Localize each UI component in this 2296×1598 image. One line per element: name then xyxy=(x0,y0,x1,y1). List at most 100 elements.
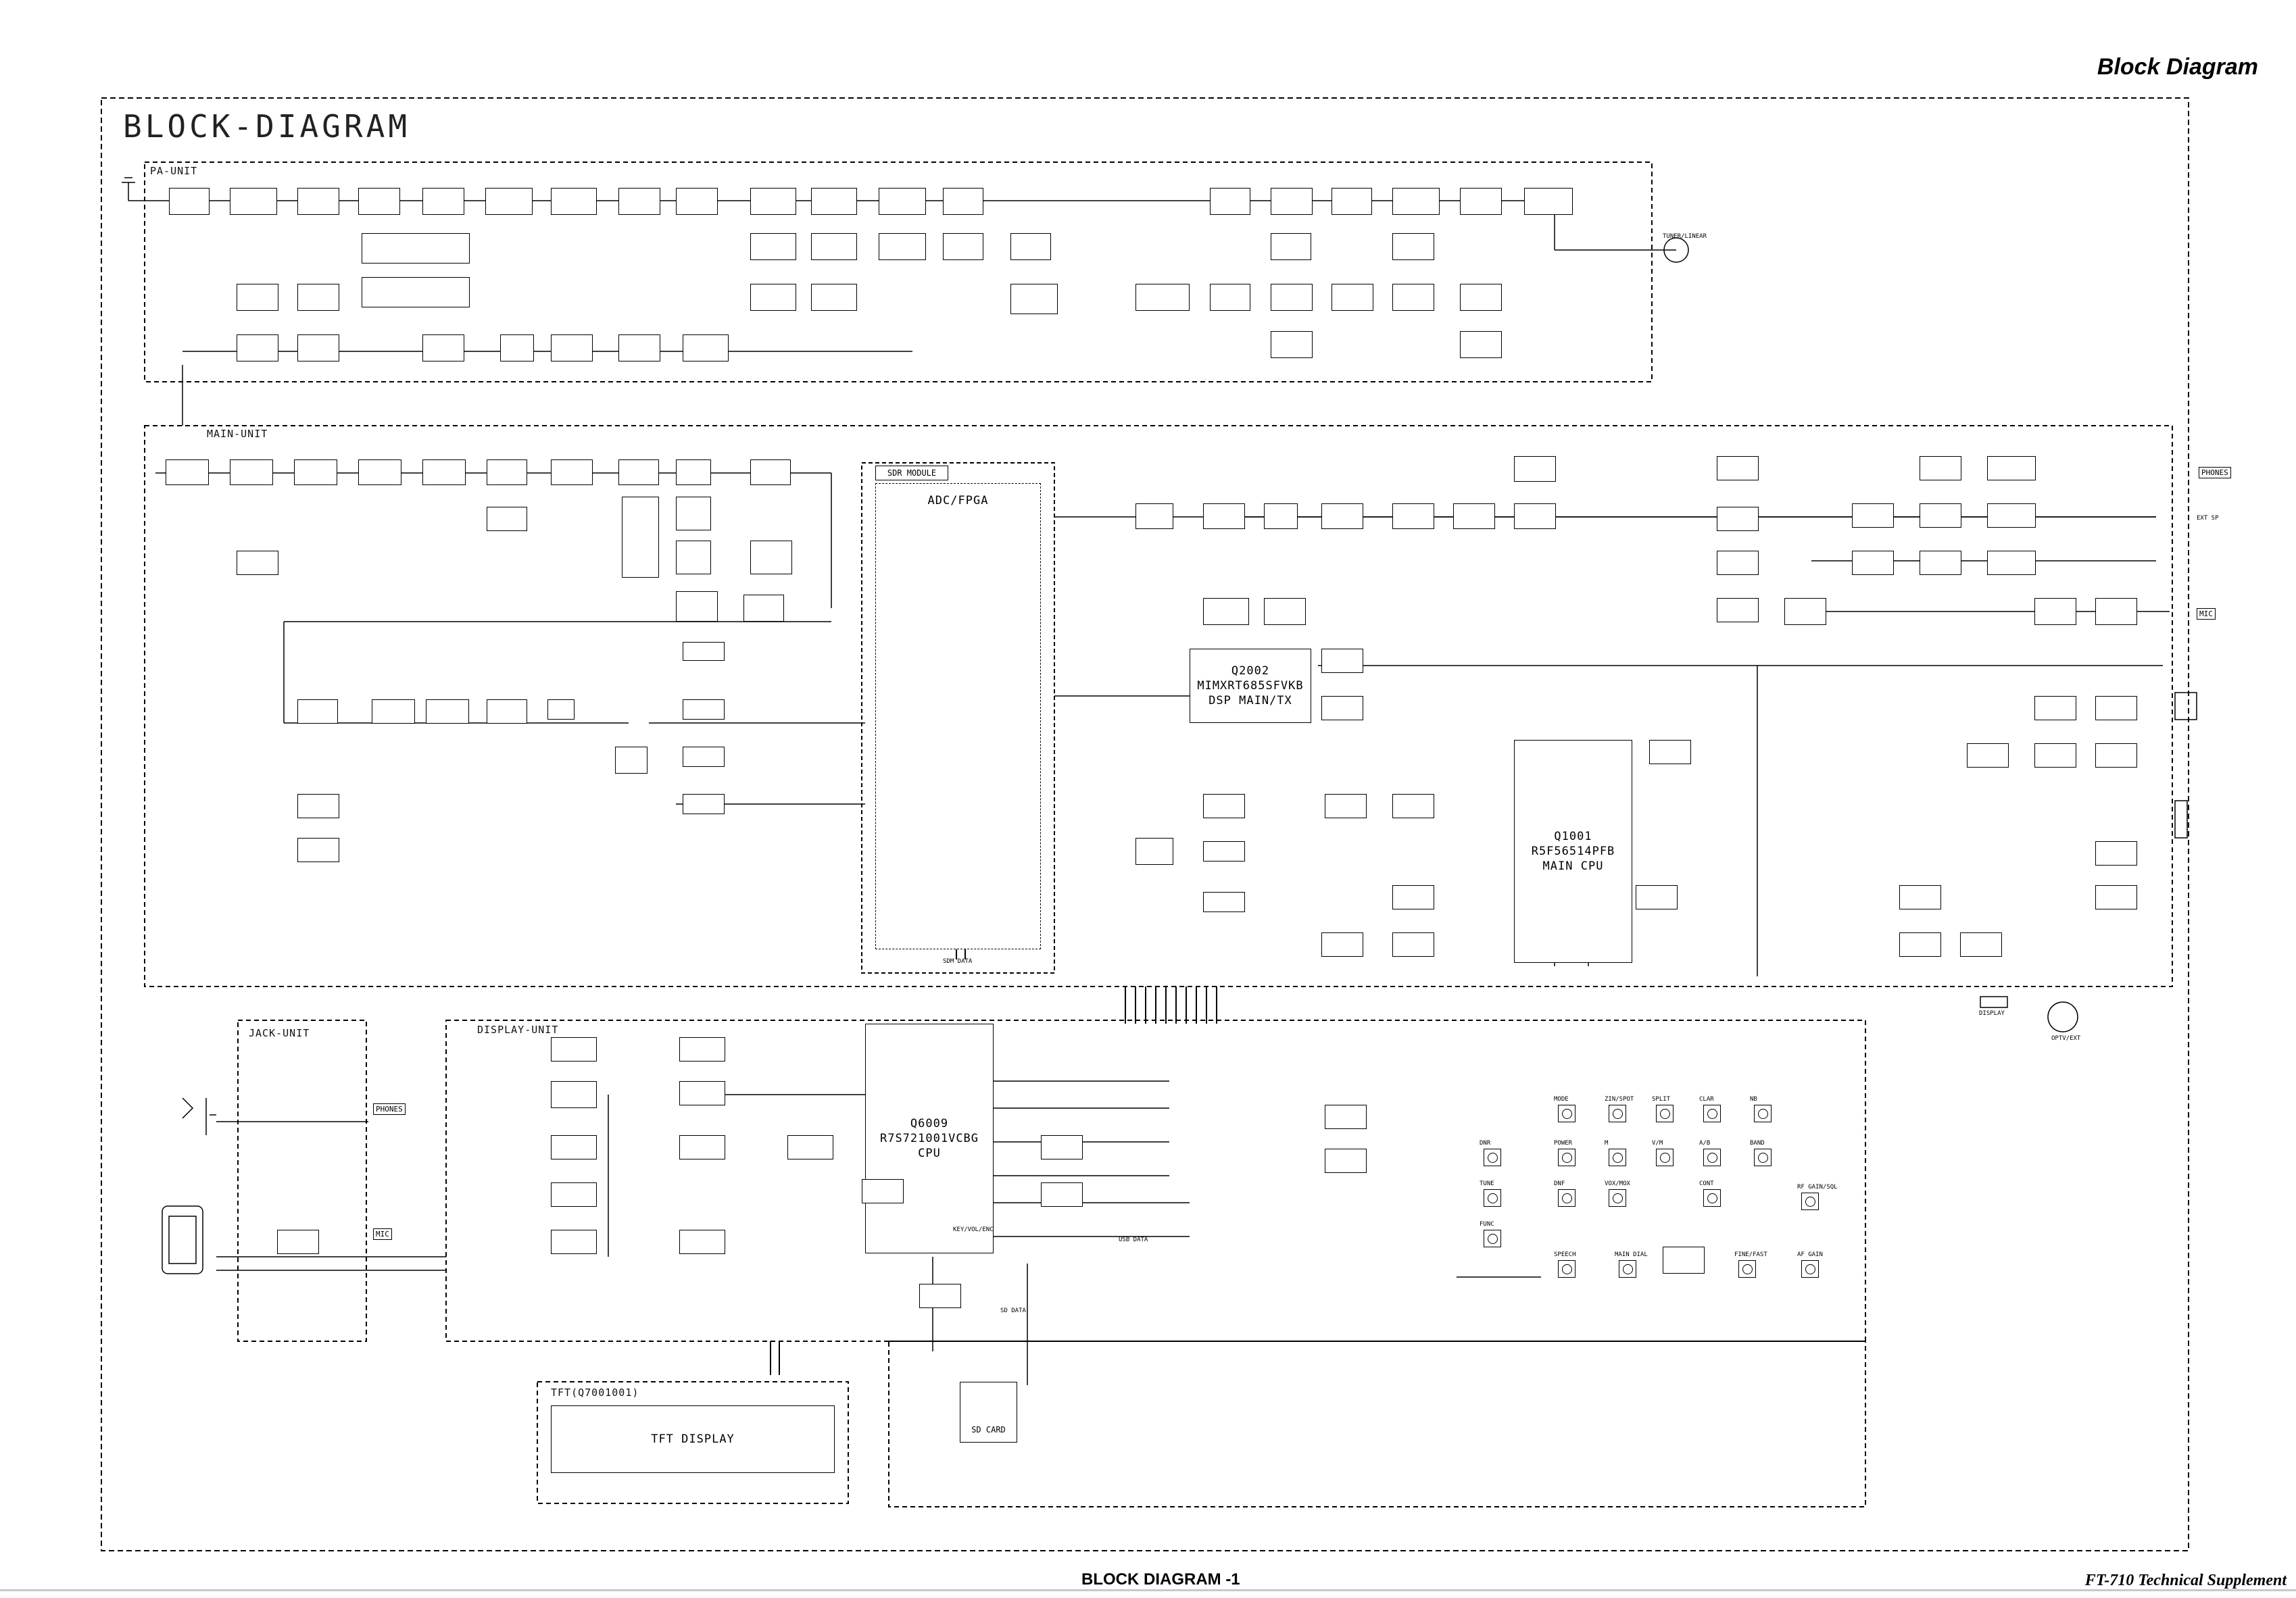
main-block xyxy=(1717,507,1759,531)
pa-block xyxy=(297,284,339,311)
pa-unit-label: PA-UNIT xyxy=(150,165,198,177)
key-button[interactable] xyxy=(1484,1189,1501,1207)
key-button[interactable] xyxy=(1801,1260,1819,1278)
display-block xyxy=(551,1182,597,1207)
pa-block xyxy=(485,188,533,215)
key-button[interactable] xyxy=(1801,1193,1819,1210)
key-button[interactable] xyxy=(1558,1105,1576,1122)
main-block xyxy=(1135,503,1173,529)
main-block xyxy=(1321,649,1363,673)
jack-unit-frame xyxy=(237,1020,367,1342)
pa-block xyxy=(811,233,857,260)
pa-block xyxy=(1392,188,1440,215)
key-button[interactable] xyxy=(1754,1105,1772,1122)
footer-right: FT-710 Technical Supplement xyxy=(2084,1572,2287,1589)
key-button[interactable] xyxy=(1609,1189,1626,1207)
pa-block xyxy=(1460,188,1502,215)
mic-label: MIC xyxy=(2197,608,2216,620)
main-block xyxy=(1717,456,1759,480)
pa-block xyxy=(1332,284,1373,311)
key-button[interactable] xyxy=(1484,1149,1501,1166)
display-block xyxy=(679,1135,725,1159)
main-block xyxy=(683,747,725,767)
main-block xyxy=(683,794,725,814)
outer-frame xyxy=(101,97,2189,1551)
key-button[interactable] xyxy=(1619,1260,1636,1278)
main-block xyxy=(1321,503,1363,529)
display-cpu-block: Q6009 R7S721001VCBG CPU xyxy=(865,1024,994,1253)
pa-block xyxy=(297,188,339,215)
key-button[interactable] xyxy=(1703,1149,1721,1166)
footer-center: BLOCK DIAGRAM -1 xyxy=(1081,1570,1240,1589)
pa-block xyxy=(811,188,857,215)
display-block xyxy=(551,1230,597,1254)
main-block xyxy=(297,794,339,818)
key-button[interactable] xyxy=(1609,1149,1626,1166)
pa-block xyxy=(358,188,400,215)
main-block xyxy=(1325,794,1367,818)
main-block xyxy=(487,699,527,724)
pa-block xyxy=(1271,331,1313,358)
dsp-main-block: Q2002 MIMXRT685SFVKB DSP MAIN/TX xyxy=(1190,649,1311,723)
main-block xyxy=(1392,932,1434,957)
pa-block xyxy=(1524,188,1573,215)
pa-block xyxy=(1210,284,1250,311)
key-button[interactable] xyxy=(1484,1230,1501,1247)
main-block xyxy=(1920,456,1961,480)
key-button[interactable] xyxy=(1656,1105,1674,1122)
antenna-icon xyxy=(122,177,135,201)
key-label: DNF xyxy=(1554,1180,1565,1187)
key-button[interactable] xyxy=(1558,1189,1576,1207)
main-block xyxy=(2095,696,2137,720)
key-label: VOX/MOX xyxy=(1605,1180,1630,1187)
key-button[interactable] xyxy=(1754,1149,1772,1166)
pa-block xyxy=(750,188,796,215)
key-button[interactable] xyxy=(1558,1260,1576,1278)
main-block xyxy=(1453,503,1495,529)
key-button[interactable] xyxy=(1738,1260,1756,1278)
key-button[interactable] xyxy=(1656,1149,1674,1166)
key-button[interactable] xyxy=(1703,1105,1721,1122)
pa-block xyxy=(237,334,278,361)
key-vol-enc-label: KEY/VOL/ENC xyxy=(953,1226,994,1233)
pa-block xyxy=(943,233,983,260)
key-button[interactable] xyxy=(1609,1105,1626,1122)
key-label: SPEECH xyxy=(1554,1251,1576,1258)
main-block xyxy=(1960,932,2002,957)
main-block xyxy=(422,459,466,485)
main-block xyxy=(166,459,209,485)
display-block xyxy=(1663,1247,1705,1274)
pa-block xyxy=(750,284,796,311)
main-block xyxy=(622,497,659,578)
main-block xyxy=(750,459,791,485)
main-block xyxy=(1987,503,2036,528)
main-block xyxy=(551,459,593,485)
main-block xyxy=(2034,743,2076,768)
key-label: SPLIT xyxy=(1652,1096,1671,1103)
jack-unit-label: JACK-UNIT xyxy=(249,1027,310,1039)
key-label: CLAR xyxy=(1699,1096,1714,1103)
main-block xyxy=(2034,598,2076,625)
key-label: FUNC xyxy=(1480,1221,1494,1228)
tft-frame xyxy=(537,1381,849,1504)
pa-block xyxy=(1460,284,1502,311)
pa-block xyxy=(879,233,926,260)
main-block xyxy=(1852,551,1894,575)
main-block xyxy=(676,497,711,530)
key-label: CONT xyxy=(1699,1180,1714,1187)
main-block xyxy=(1987,551,2036,575)
main-cpu-block: Q1001 R5F56514PFB MAIN CPU xyxy=(1514,740,1632,963)
pa-block xyxy=(1271,233,1311,260)
display-block xyxy=(919,1284,961,1308)
main-block xyxy=(2095,743,2137,768)
key-label: V/M xyxy=(1652,1140,1663,1147)
main-block xyxy=(426,699,469,724)
main-block xyxy=(618,459,659,485)
key-label: ZIN/SPOT xyxy=(1605,1096,1634,1103)
key-label: DNR xyxy=(1480,1140,1491,1147)
key-button[interactable] xyxy=(1558,1149,1576,1166)
spacer xyxy=(833,865,836,868)
pa-block xyxy=(750,233,796,260)
key-button[interactable] xyxy=(1703,1189,1721,1207)
